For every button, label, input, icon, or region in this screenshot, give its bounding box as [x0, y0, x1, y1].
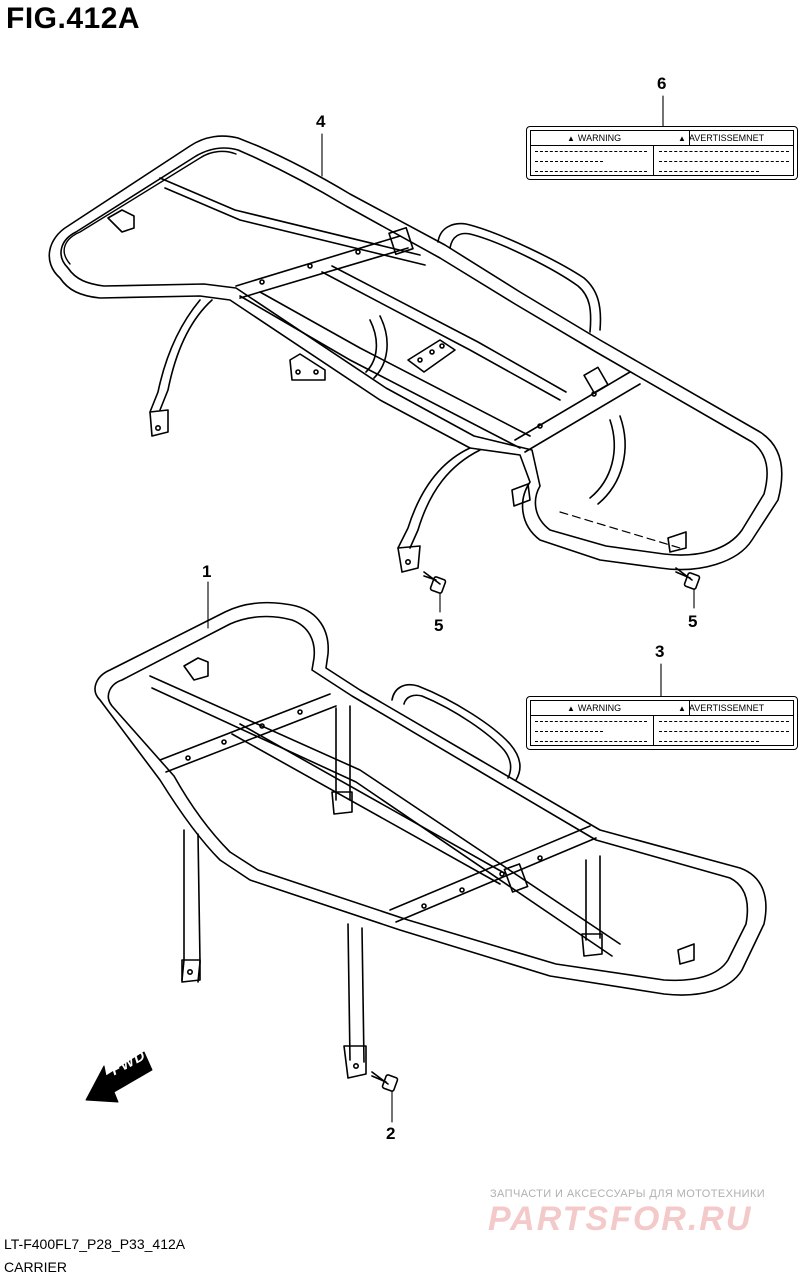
label-header-right: ▲AVERTISSEMNET: [654, 701, 793, 716]
rear-carrier: [94, 601, 767, 1079]
callout-6: 6: [657, 74, 667, 93]
callout-5-left: 5: [434, 616, 444, 635]
callout-1: 1: [202, 562, 212, 581]
figure-title: FIG.412A: [6, 2, 141, 35]
label-header-left: ▲WARNING: [531, 701, 690, 716]
front-carrier: [48, 135, 783, 573]
bolt-icon: [371, 567, 701, 1092]
watermark-tagline: ЗАПЧАСТИ И АКСЕССУАРЫ ДЛЯ МОТОТЕХНИКИ: [490, 1188, 766, 1200]
label-header-left: ▲WARNING: [531, 131, 690, 146]
callout-3: 3: [655, 642, 665, 661]
fwd-arrow-icon: [85, 1051, 153, 1103]
warning-label-6: ▲WARNING ▲AVERTISSEMNET: [526, 126, 798, 180]
leader-lines: [207, 95, 695, 1123]
warning-triangle-icon: ▲: [678, 134, 686, 143]
drawing-code: LT-F400FL7_P28_P33_412A: [4, 1236, 186, 1252]
section-name: CARRIER: [4, 1259, 68, 1275]
callout-4: 4: [316, 112, 326, 131]
warning-triangle-icon: ▲: [678, 704, 686, 713]
watermark-brand: PARTSFOR.RU: [488, 1200, 753, 1238]
callout-5-right: 5: [688, 612, 698, 631]
callout-2: 2: [386, 1124, 396, 1143]
warning-label-3: ▲WARNING ▲AVERTISSEMNET: [526, 696, 798, 750]
warning-triangle-icon: ▲: [567, 134, 575, 143]
label-header-right: ▲AVERTISSEMNET: [654, 131, 793, 146]
warning-triangle-icon: ▲: [567, 704, 575, 713]
